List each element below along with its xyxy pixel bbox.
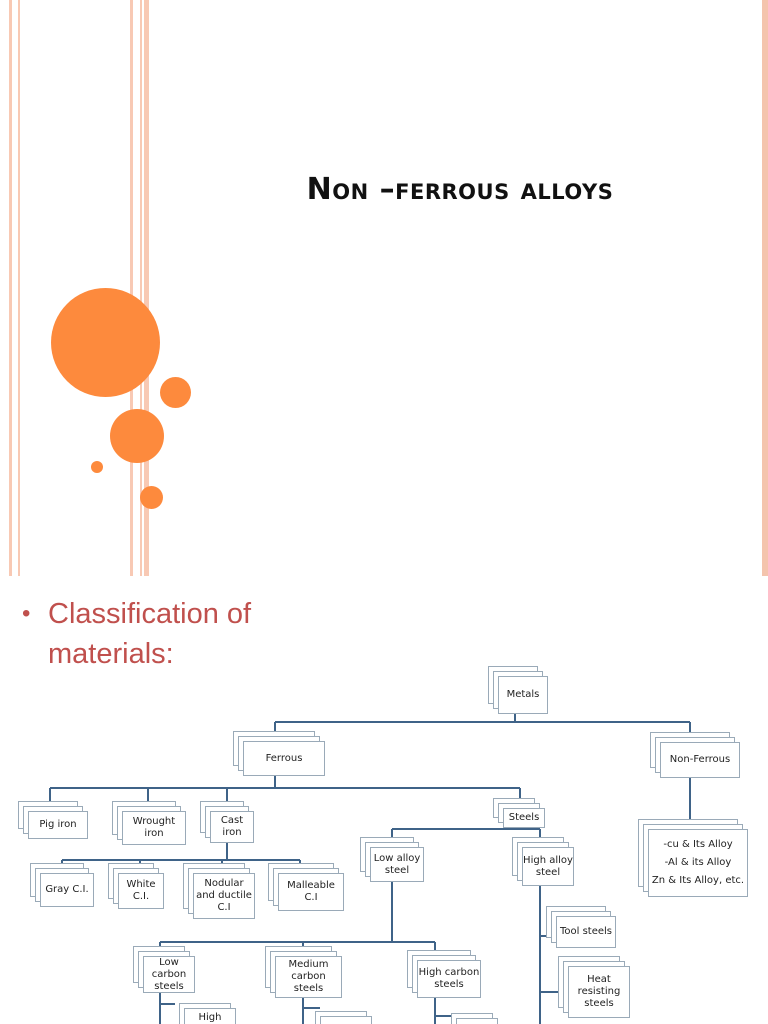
- node-ferrous: Ferrous: [243, 741, 325, 776]
- node-non-ferrous-list: -cu & Its Alloy -Al & its Alloy Zn & Its…: [648, 829, 748, 897]
- classification-slide: • Classification of materials:: [0, 576, 768, 1024]
- node-heat-resisting-steels: Heat resisting steels: [568, 966, 630, 1018]
- decor-line: [140, 0, 142, 576]
- decor-circle-medium: [110, 409, 164, 463]
- node-high-alloy-steel: High alloy steel: [522, 847, 574, 886]
- non-ferrous-item: -cu & Its Alloy: [663, 839, 733, 850]
- node-white-ci: White C.I.: [118, 873, 164, 909]
- node-low-carbon-steels: Low carbon steels: [143, 956, 195, 993]
- decor-line: [18, 0, 20, 576]
- node-wrought-iron: Wrought iron: [122, 811, 186, 845]
- non-ferrous-item: -Al & its Alloy: [664, 857, 732, 868]
- node-pig-iron: Pig iron: [28, 811, 88, 839]
- node-high-carbon-steels: High carbon steels: [417, 960, 481, 998]
- node-steels: Steels: [503, 808, 545, 828]
- node-malleable-ci: Malleable C.I: [278, 873, 344, 911]
- decor-circle-large: [51, 288, 160, 397]
- tree-connectors: [49, 712, 691, 1024]
- bullet-text: • Classification of materials:: [22, 594, 348, 674]
- node-cast-iron: Cast iron: [210, 811, 254, 843]
- bullet-line: materials:: [48, 638, 174, 670]
- node-non-ferrous: Non-Ferrous: [660, 742, 740, 778]
- title-slide: Non –ferrous alloys: [9, 0, 768, 576]
- node-high-partial: High: [184, 1008, 236, 1024]
- decor-line: [130, 0, 133, 576]
- node-partial: [456, 1018, 498, 1024]
- node-partial: [320, 1016, 372, 1024]
- decor-circle-tiny: [91, 461, 103, 473]
- node-medium-carbon-steels: Medium carbon steels: [275, 956, 342, 998]
- node-tool-steels: Tool steels: [556, 916, 616, 948]
- decor-line: [9, 0, 12, 576]
- decor-circle-small: [160, 377, 191, 408]
- bullet-dot-icon: •: [22, 600, 31, 627]
- decor-line: [144, 0, 149, 576]
- node-nodular-ci: Nodular and ductile C.I: [193, 873, 255, 919]
- non-ferrous-item: Zn & Its Alloy, etc.: [651, 875, 745, 886]
- slide-title: Non –ferrous alloys: [306, 172, 614, 207]
- slide-border: [762, 0, 768, 576]
- node-metals: Metals: [498, 676, 548, 714]
- node-gray-ci: Gray C.I.: [40, 873, 94, 907]
- decor-circle-small: [140, 486, 163, 509]
- node-low-alloy-steel: Low alloy steel: [370, 847, 424, 882]
- bullet-line: Classification of: [48, 598, 252, 630]
